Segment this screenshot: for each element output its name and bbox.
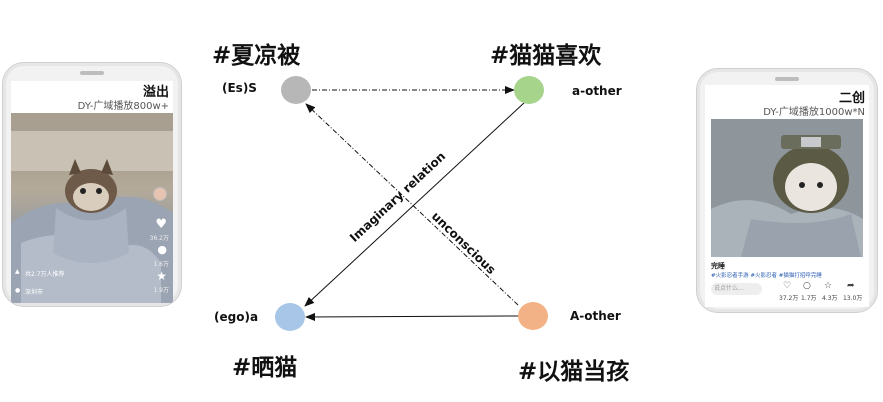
recommend-banner: 共2.7万人推荐 — [25, 271, 65, 278]
tag-mao-mao-xi-huan: #猫猫喜欢 — [490, 43, 602, 69]
video-caption-title: 完睡 — [711, 262, 725, 270]
right-phone-subtitle: DY-广域播放1000w*N — [763, 107, 865, 118]
comment-input[interactable]: 说点什么... — [711, 283, 762, 295]
edge-A-other-to-ego — [305, 312, 519, 321]
tag-yi-mao-dang-hai: #以猫当孩 — [518, 359, 630, 385]
right-phone-speaker — [775, 77, 799, 81]
node-ego-a — [275, 303, 305, 331]
comment-icon[interactable]: ○ — [803, 281, 811, 291]
comment-count: 1.7万 — [801, 295, 817, 302]
tag-xia-liang-bei: #夏凉被 — [212, 43, 301, 69]
right-phone-screen: 二创 DY-广域播放1000w*N 完睡 #火影忍者手游 #火影忍者 #猫猫打招… — [705, 85, 869, 307]
left-phone-photo: ♥ 36.2万 ● 1.6万 ★ 1.9万 共2.7万人推荐 ▲ ● 深圳市 — [11, 113, 173, 303]
label-ego-a: (ego)a — [214, 310, 259, 324]
video-caption-tags: #火影忍者手游 #火影忍者 #猫猫打招呼完睡 — [711, 273, 822, 279]
node-a-other-small — [514, 76, 544, 104]
star-count: 1.9万 — [153, 287, 169, 294]
like-icon[interactable]: ♡ — [783, 281, 792, 291]
node-a-other-big — [518, 302, 548, 330]
location-pin-icon: ● — [15, 287, 21, 294]
left-phone-subtitle: DY-广域播放800w+ — [77, 101, 169, 112]
location-text: 深圳市 — [25, 289, 44, 296]
edge-A-other-to-es — [305, 103, 519, 306]
star-count: 4.3万 — [822, 295, 838, 302]
edge-a-other-to-ego — [304, 101, 526, 307]
tag-shai-mao: #晒猫 — [232, 355, 298, 381]
avatar-button[interactable] — [153, 187, 167, 201]
left-phone-speaker — [80, 71, 104, 75]
label-a-other-small: a-other — [572, 84, 622, 98]
share-icon[interactable]: ➦ — [847, 281, 855, 291]
cat-in-blanket-illustration — [11, 113, 173, 303]
star-icon[interactable]: ★ — [156, 269, 167, 283]
right-phone-title: 二创 — [838, 91, 865, 106]
right-phone-photo — [711, 119, 863, 257]
heart-icon[interactable]: ♥ — [155, 217, 167, 232]
left-phone-screen: 溢出 DY-广域播放800w+ ♥ 36.2万 ● 1.6万 ★ 1. — [11, 81, 173, 303]
comment-icon[interactable]: ● — [157, 243, 167, 256]
label-es-s: (Es)S — [222, 81, 257, 95]
left-phone: 溢出 DY-广域播放800w+ ♥ 36.2万 ● 1.6万 ★ 1. — [2, 62, 182, 307]
like-count: 37.2万 — [779, 295, 799, 302]
left-phone-title: 溢出 — [142, 85, 169, 100]
star-icon[interactable]: ☆ — [824, 281, 833, 291]
label-a-other-big: A-other — [570, 309, 621, 323]
node-es-s — [281, 76, 311, 104]
like-count: 36.2万 — [149, 235, 169, 242]
thumbs-up-icon: ▲ — [15, 268, 20, 275]
cat-ninja-headband-illustration — [711, 119, 863, 257]
right-phone: 二创 DY-广域播放1000w*N 完睡 #火影忍者手游 #火影忍者 #猫猫打招… — [696, 68, 878, 313]
comment-count: 1.6万 — [153, 261, 169, 268]
share-count: 13.0万 — [843, 295, 863, 302]
